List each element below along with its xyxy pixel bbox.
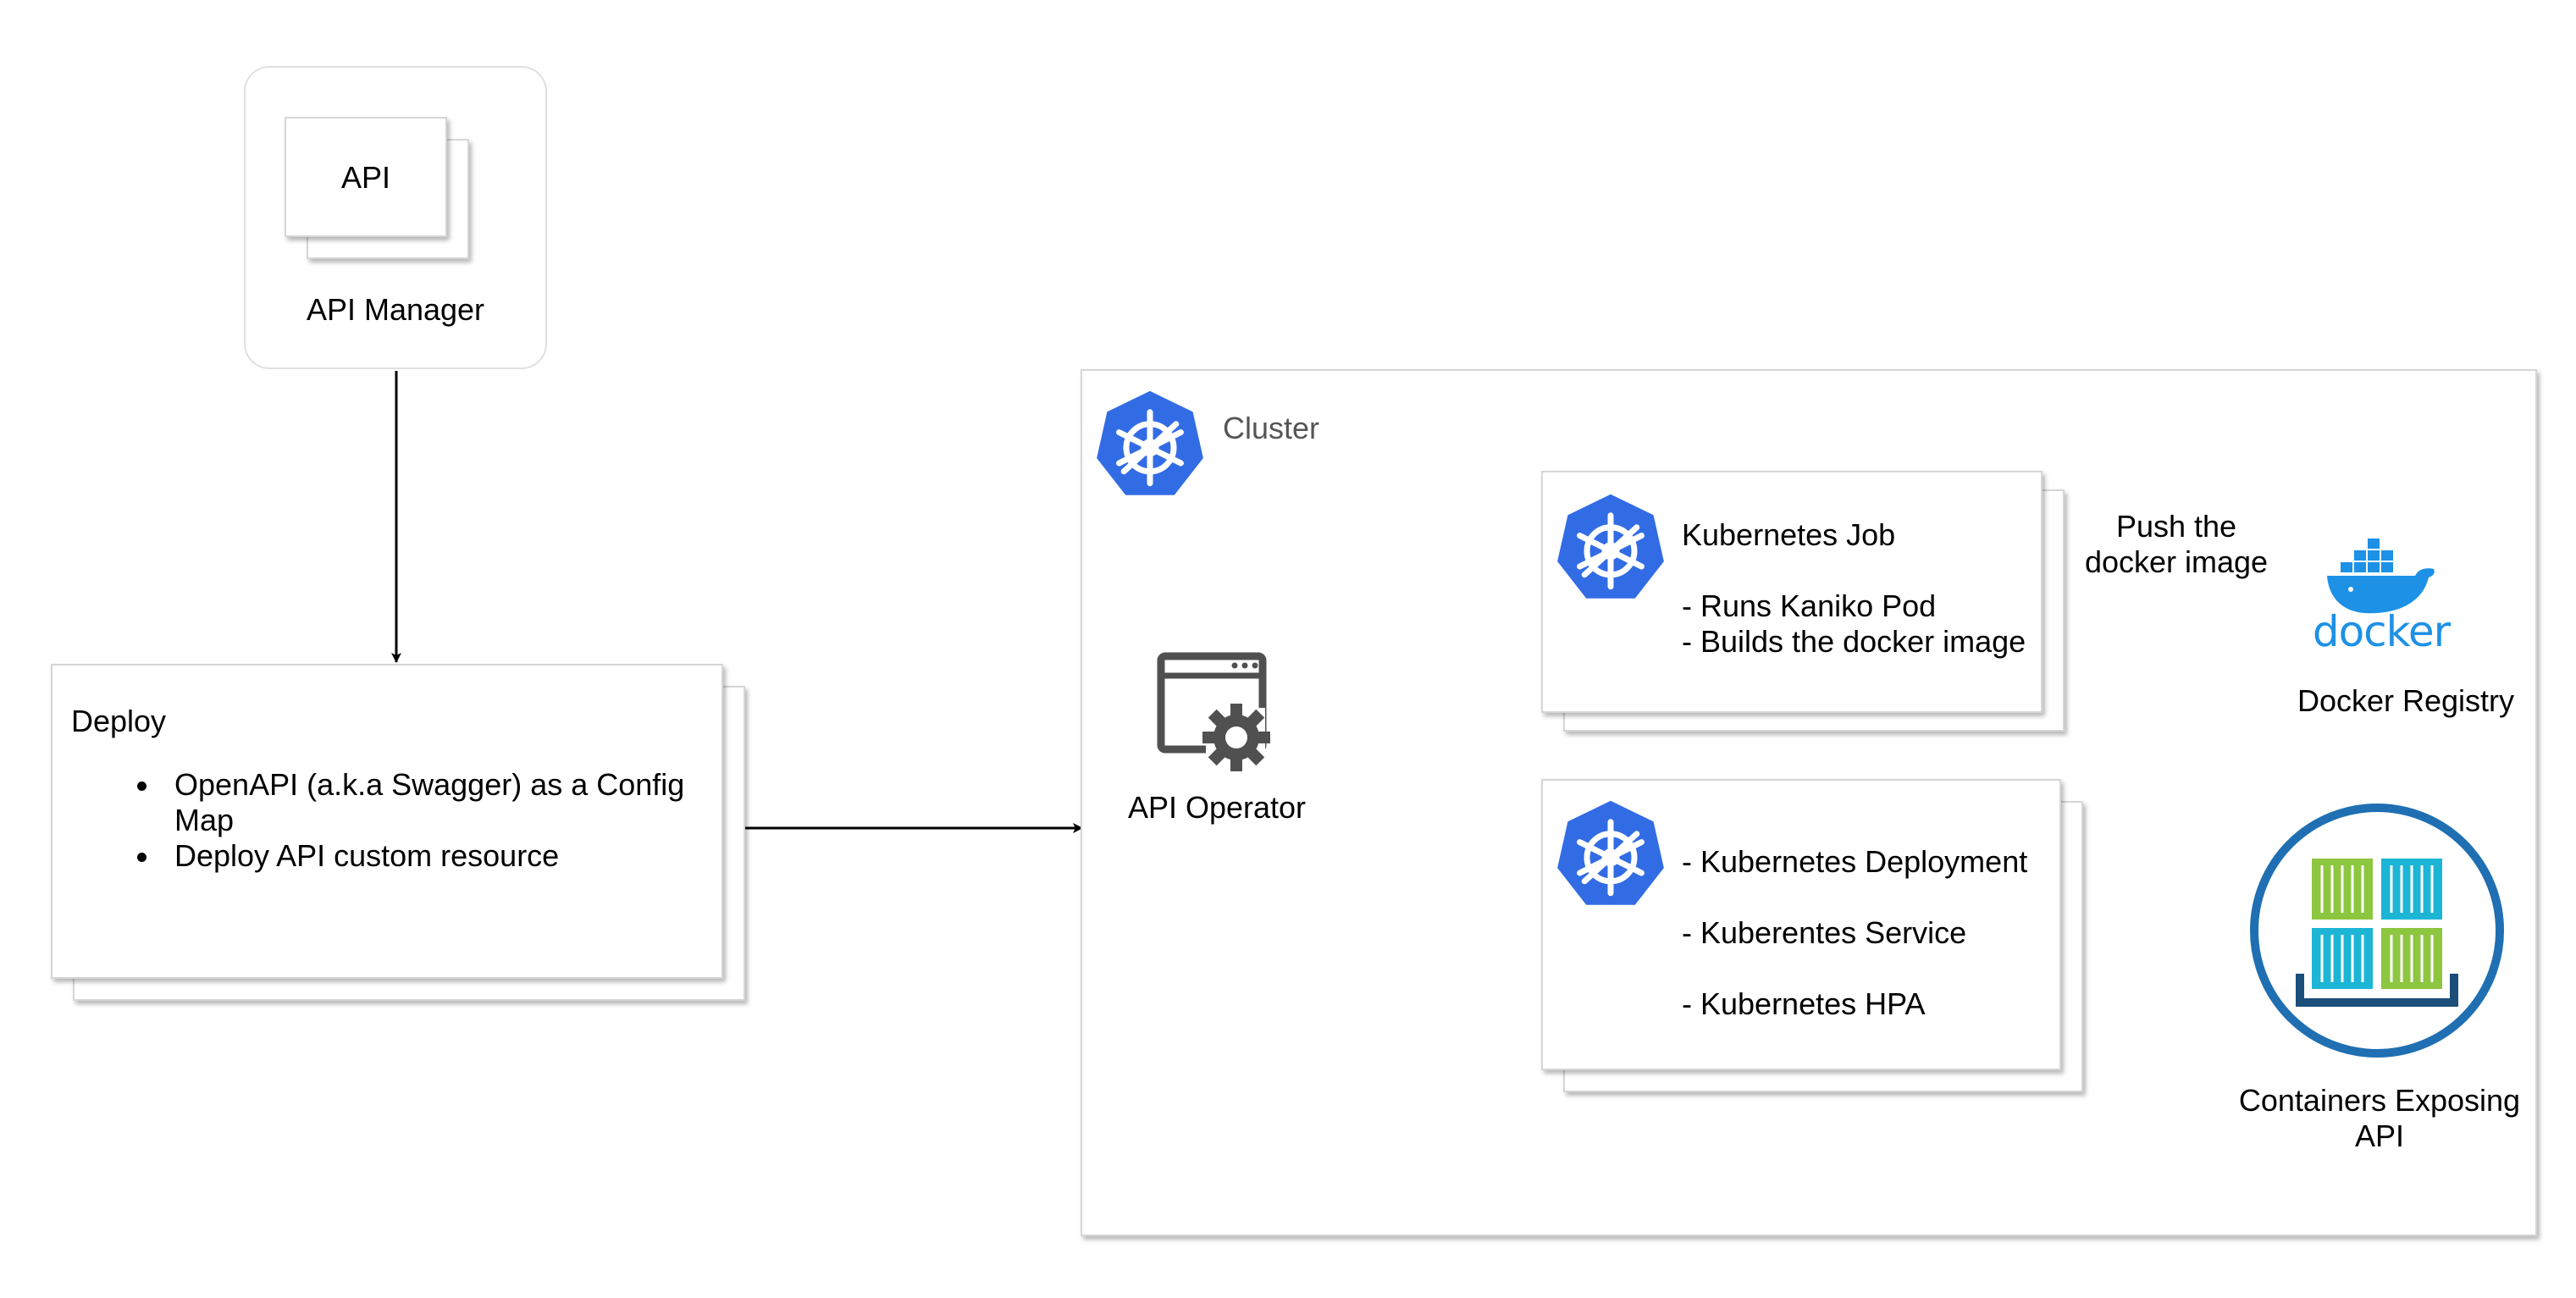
docker-registry-label: Docker Registry <box>2297 683 2515 718</box>
resources-line-service: - Kuberentes Service <box>1682 915 1967 950</box>
deploy-bullet-item: OpenAPI (a.k.a Swagger) as a Config <box>137 767 684 803</box>
job-kubernetes-icon <box>1551 489 1670 608</box>
job-title: Kubernetes Job <box>1682 517 1896 552</box>
bullet-dot <box>137 782 146 791</box>
api-operator-label: API Operator <box>1127 790 1307 825</box>
deploy-bullet-list: OpenAPI (a.k.a Swagger) as a Config Map … <box>137 767 684 874</box>
resources-line-deployment: - Kubernetes Deployment <box>1682 844 2028 879</box>
api-card-label: API <box>340 160 391 195</box>
containers-label-line2: API <box>2354 1118 2405 1153</box>
docker-whale-icon <box>2320 537 2447 618</box>
cluster-label: Cluster <box>1223 411 1320 445</box>
deploy-card-front[interactable] <box>51 664 723 979</box>
deploy-bullet-continuation: Map <box>174 803 235 837</box>
containers-label-line1: Containers Exposing <box>2238 1083 2521 1118</box>
push-label-line2: docker image <box>2084 544 2269 579</box>
deploy-title: Deploy <box>71 704 167 738</box>
deploy-bullet-item: Deploy API custom resource <box>137 838 684 874</box>
cluster-kubernetes-icon <box>1091 386 1209 505</box>
resources-kubernetes-icon <box>1551 796 1670 914</box>
job-line-kaniko: - Runs Kaniko Pod <box>1682 588 1937 623</box>
api-manager-title: API Manager <box>306 292 485 327</box>
containers-icon <box>2246 799 2508 1062</box>
api-card-front[interactable] <box>285 117 447 237</box>
push-label-line1: Push the <box>2115 509 2237 544</box>
bullet-dot <box>137 853 146 862</box>
job-line-build: - Builds the docker image <box>1682 624 2026 659</box>
resources-line-hpa: - Kubernetes HPA <box>1682 986 1926 1021</box>
docker-wordmark: docker <box>2312 607 2451 656</box>
app-gear-icon <box>1153 649 1280 776</box>
